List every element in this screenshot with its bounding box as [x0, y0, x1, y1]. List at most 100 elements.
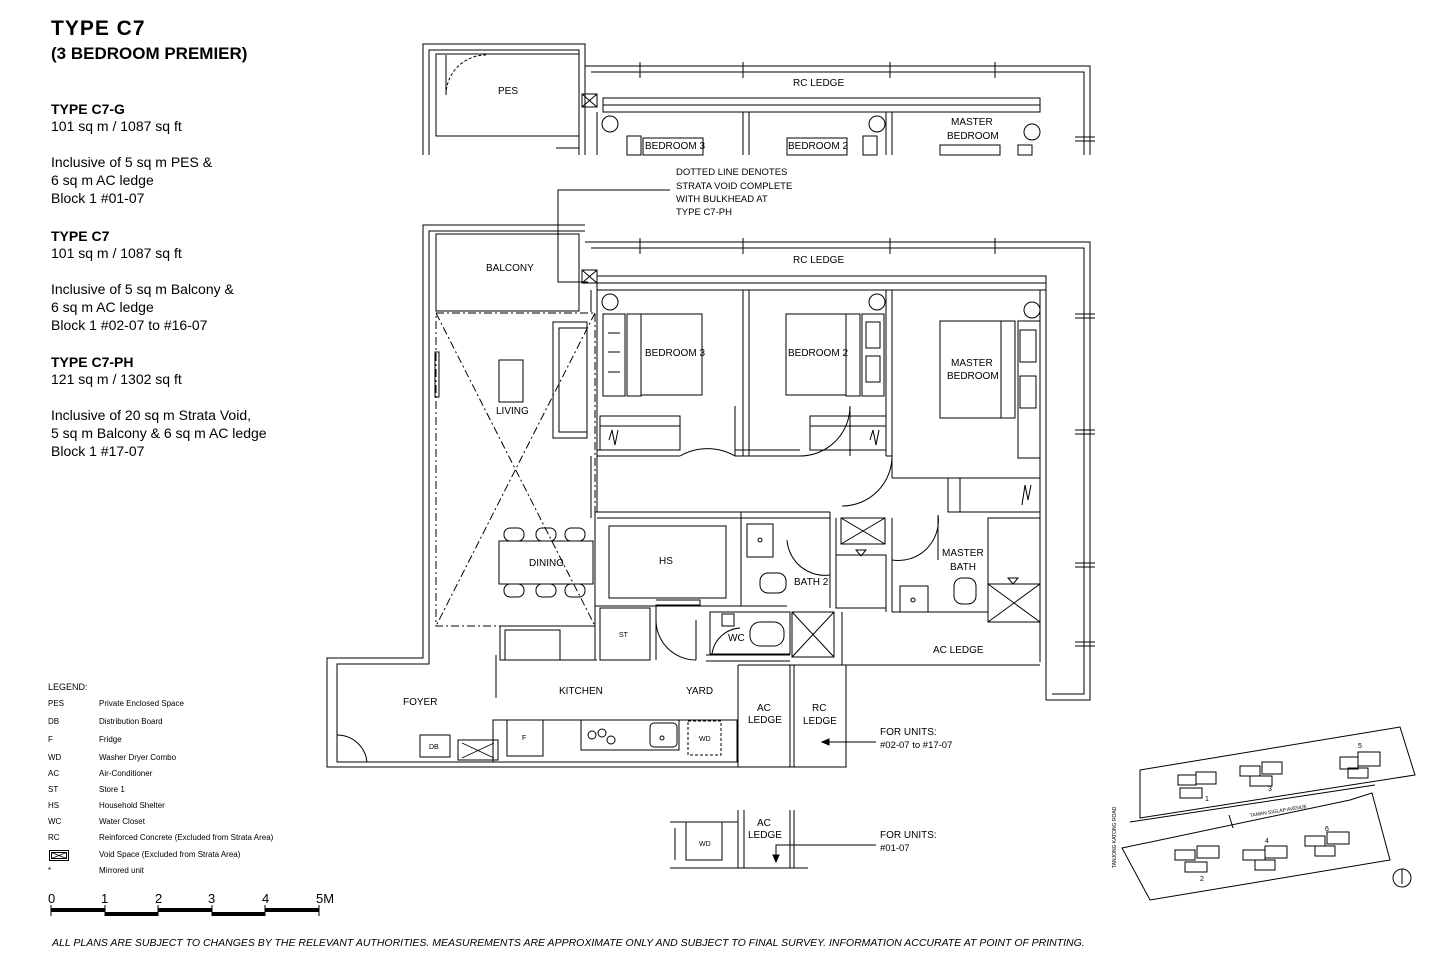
- units-label-lower: FOR UNITS:: [880, 830, 937, 841]
- legend-title: LEGEND:: [48, 682, 88, 692]
- type-line: Inclusive of 20 sq m Strata Void,: [51, 407, 251, 423]
- scale-label: 2: [155, 891, 163, 906]
- units-range: #02-07 to #17-07: [880, 740, 952, 751]
- room-label-bedroom3-top: BEDROOM 3: [645, 141, 705, 152]
- legend-desc: Fridge: [99, 735, 122, 744]
- page-title: TYPE C7: [51, 17, 146, 40]
- legend-desc: Distribution Board: [99, 717, 163, 726]
- site-plan: [1121, 726, 1416, 901]
- type-block-c7g: TYPE C7-G 101 sq m / 1087 sq ft Inclusiv…: [51, 101, 212, 207]
- room-label-bedroom2: BEDROOM 2: [788, 348, 848, 359]
- room-label-rc-ledge-top: RC LEDGE: [793, 78, 844, 89]
- legend-desc: Mirrored unit: [99, 866, 144, 875]
- room-label-dining: DINING: [529, 558, 564, 569]
- note-line: WITH BULKHEAD AT: [676, 194, 768, 205]
- room-label-ac-ledge: AC LEDGE: [933, 645, 984, 656]
- scale-label: 4: [262, 891, 270, 906]
- block-cluster: [1174, 751, 1381, 873]
- legend-code: PES: [48, 699, 65, 708]
- legend-item: F Fridge: [48, 735, 368, 753]
- room-label-pes: PES: [498, 86, 518, 97]
- room-label-hs: HS: [659, 556, 673, 567]
- road-label: TANJONG KATONG ROAD: [1112, 806, 1118, 868]
- note-line: TYPE C7-PH: [676, 207, 732, 218]
- room-label-ac: AC: [757, 703, 771, 714]
- partial-plan-ground: [422, 43, 1095, 156]
- legend-desc: Air-Conditioner: [99, 769, 153, 778]
- note-line: DOTTED LINE DENOTES: [676, 167, 787, 178]
- void-space-icon: [49, 850, 69, 861]
- legend-desc: Water Closet: [99, 817, 145, 826]
- legend-code: *: [48, 866, 52, 875]
- scale-label: 0: [48, 891, 56, 906]
- units-range-lower: #01-07: [880, 843, 910, 854]
- bedroom-furniture: [599, 293, 1041, 513]
- type-block-c7ph: TYPE C7-PH 121 sq m / 1302 sq ft Inclusi…: [51, 354, 267, 460]
- scale-label: 3: [208, 891, 216, 906]
- room-label-bath2: BATH 2: [794, 577, 829, 588]
- legend-item: RC Reinforced Concrete (Excluded from Str…: [48, 833, 368, 850]
- type-area: 101 sq m / 1087 sq ft: [51, 245, 182, 261]
- living-dining: [434, 312, 596, 627]
- legend-code: F: [48, 735, 53, 744]
- block-label: 4: [1265, 838, 1269, 845]
- legend-desc: Reinforced Concrete (Excluded from Strat…: [99, 833, 274, 842]
- legend-code: WD: [48, 753, 62, 762]
- room-label-f: F: [522, 735, 526, 742]
- type-line: Block 1 #01-07: [51, 190, 145, 206]
- block-label: 3: [1268, 786, 1272, 793]
- page-subtitle: (3 BEDROOM PREMIER): [51, 44, 248, 63]
- room-label-rc-ledge-2: LEDGE: [803, 716, 837, 727]
- room-label-foyer: FOYER: [403, 697, 437, 708]
- type-line: Inclusive of 5 sq m PES &: [51, 154, 213, 170]
- room-label-master-bedroom: BEDROOM: [947, 371, 999, 382]
- legend-desc: Household Shelter: [99, 801, 165, 810]
- room-label-wc: WC: [728, 633, 745, 644]
- legend-code: DB: [48, 717, 60, 726]
- legend-desc: Store 1: [99, 785, 125, 794]
- type-name: TYPE C7-PH: [51, 354, 134, 370]
- block-label: 1: [1205, 796, 1209, 803]
- units-label: FOR UNITS:: [880, 727, 937, 738]
- scale-bar: [50, 905, 320, 916]
- room-label-ledge-lower: LEDGE: [748, 830, 782, 841]
- kitchen-area: [336, 511, 742, 763]
- partial-plan-01: [670, 810, 876, 869]
- room-label-st: ST: [619, 632, 629, 639]
- room-label-balcony: BALCONY: [486, 263, 534, 274]
- road-label: TAMAN SIGLAP AVENUE: [1249, 804, 1308, 819]
- type-line: 6 sq m AC ledge: [51, 172, 154, 188]
- type-line: 5 sq m Balcony & 6 sq m AC ledge: [51, 425, 267, 441]
- scale-label: 1: [101, 891, 109, 906]
- room-label-bedroom-top: BEDROOM: [947, 131, 999, 142]
- room-label-ledge: LEDGE: [748, 715, 782, 726]
- room-label-bedroom2-top: BEDROOM 2: [788, 141, 848, 152]
- legend-code: RC: [48, 833, 60, 842]
- room-label-bedroom3: BEDROOM 3: [645, 348, 705, 359]
- room-label-master-bath-1: MASTER: [942, 548, 984, 559]
- type-line: 6 sq m AC ledge: [51, 299, 154, 315]
- note-line: STRATA VOID COMPLETE: [676, 181, 792, 192]
- room-label-kitchen: KITCHEN: [559, 686, 603, 697]
- type-area: 121 sq m / 1302 sq ft: [51, 371, 182, 387]
- room-label-wd: WD: [699, 736, 711, 743]
- legend-item: Void Space (Excluded from Strata Area): [48, 850, 368, 866]
- legend-item: * Mirrored unit: [48, 866, 368, 882]
- room-label-living: LIVING: [496, 406, 529, 417]
- type-line: Block 1 #17-07: [51, 443, 145, 459]
- legend-code: ST: [48, 785, 59, 794]
- scale-label: 5M: [316, 891, 335, 906]
- room-label-wd-lower: WD: [699, 841, 711, 848]
- type-name: TYPE C7: [51, 228, 110, 244]
- type-area: 101 sq m / 1087 sq ft: [51, 118, 182, 134]
- type-block-c7: TYPE C7 101 sq m / 1087 sq ft Inclusive …: [51, 228, 234, 334]
- room-label-rc: RC: [812, 703, 826, 714]
- legend-desc: Void Space (Excluded from Strata Area): [99, 850, 241, 859]
- room-label-master-top: MASTER: [951, 117, 993, 128]
- legend-code: HS: [48, 801, 60, 810]
